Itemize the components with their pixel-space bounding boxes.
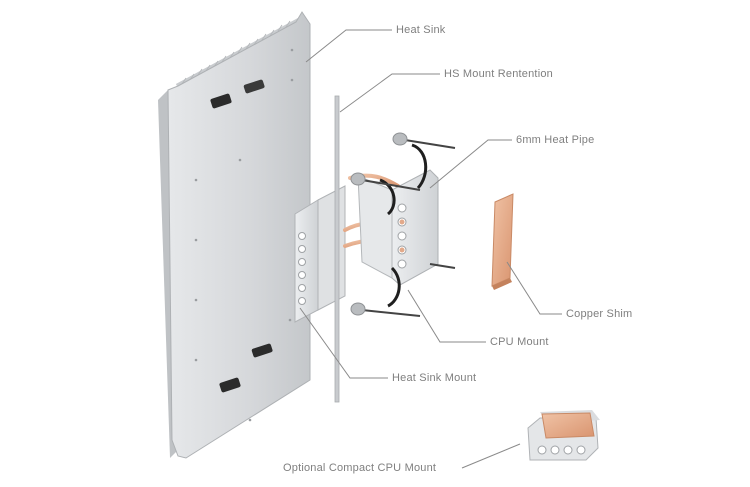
heat-pipe-copper-ends (399, 219, 405, 253)
cpu-mount-springs (379, 143, 428, 308)
heat-sink-holes (194, 48, 294, 422)
label-heat-pipe: 6mm Heat Pipe (516, 134, 595, 146)
leader-heat-sink-mount (299, 307, 388, 379)
leader-copper-shim (506, 261, 562, 315)
compact-mount-pipe-ends (537, 445, 586, 455)
leader-heat-sink (305, 29, 392, 63)
leader-lines (299, 29, 562, 469)
cpu-mount-pipe-ends (397, 203, 407, 269)
label-cpu-mount: CPU Mount (490, 336, 549, 348)
heat-sink-standoffs (210, 79, 273, 393)
heat-sink (158, 11, 311, 459)
hs-mount-retention-bar (334, 95, 340, 403)
leader-heat-pipe (429, 139, 512, 189)
cpu-mount-screws (350, 132, 456, 317)
copper-shim (491, 193, 514, 290)
leader-cpu-mount (407, 289, 486, 343)
leader-hs-mount-retention (339, 73, 440, 113)
cpu-mount (350, 132, 456, 317)
label-optional-compact-cpu-mount: Optional Compact CPU Mount (283, 462, 437, 474)
label-heat-sink-mount: Heat Sink Mount (392, 372, 477, 384)
label-heat-sink: Heat Sink (396, 24, 446, 36)
optional-compact-cpu-mount (527, 410, 600, 461)
label-copper-shim: Copper Shim (566, 308, 633, 320)
label-hs-mount-retention: HS Mount Rentention (444, 68, 553, 80)
leader-optional-compact-mount (461, 443, 521, 469)
heat-sink-plate (167, 11, 311, 459)
